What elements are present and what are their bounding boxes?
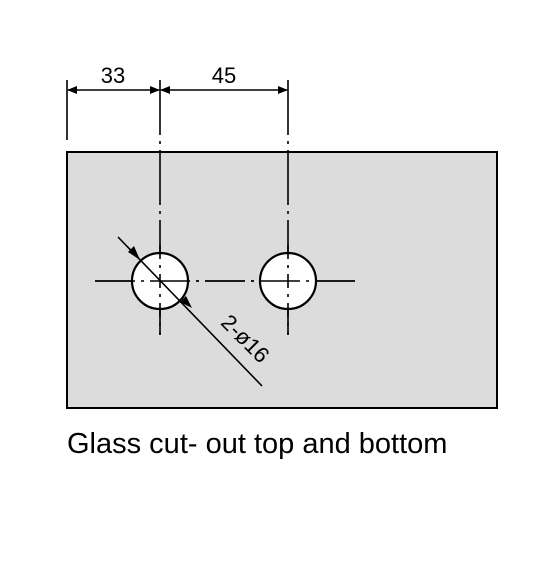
diameter-leader-line <box>117 236 263 387</box>
diameter-arrow-top <box>128 246 140 260</box>
dimension-label-left: 33 <box>101 63 125 88</box>
diameter-arrow-bottom <box>180 296 192 308</box>
drawing-caption: Glass cut- out top and bottom <box>67 428 448 460</box>
dimension-label-right: 45 <box>212 63 236 88</box>
